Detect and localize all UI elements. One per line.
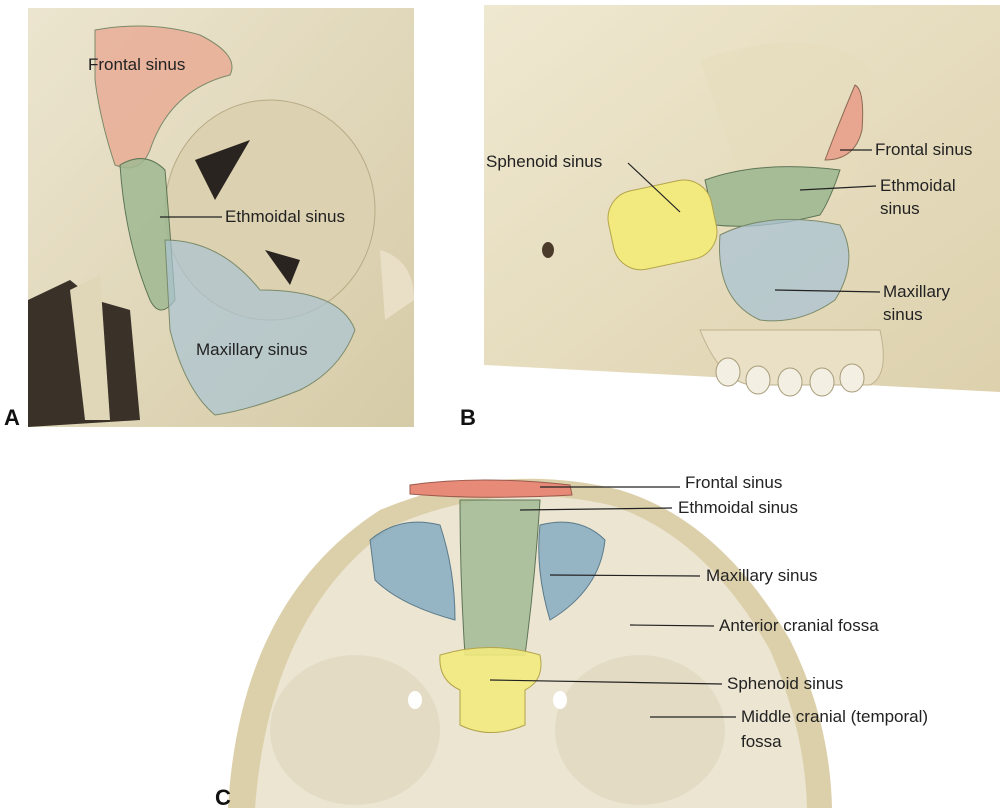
frontal-sinus-region xyxy=(824,84,864,161)
label-sphenoid-sinus-b: Sphenoid sinus xyxy=(486,152,603,171)
frontal-sinus-region xyxy=(94,25,233,169)
label-maxillary-sinus-a: Maxillary sinus xyxy=(196,340,308,359)
label-maxillary-sinus-b-line1: Maxillary xyxy=(883,282,951,301)
label-frontal-sinus-a: Frontal sinus xyxy=(88,55,186,74)
label-ethmoidal-sinus-b-line1: Ethmoidal xyxy=(880,176,956,195)
sphenoid-sinus-region xyxy=(607,179,718,271)
label-ethmoidal-sinus-a: Ethmoidal sinus xyxy=(225,207,346,226)
maxillary-sinus-region xyxy=(369,521,456,621)
ethmoidal-sinus-region xyxy=(459,499,541,656)
label-frontal-sinus-b: Frontal sinus xyxy=(875,140,973,159)
panel-a-image xyxy=(28,8,414,427)
maxillary-sinus-region xyxy=(164,239,356,416)
panel-letter-c: C xyxy=(215,785,231,810)
frontal-sinus-region xyxy=(409,479,573,498)
label-anterior-cranial-fossa: Anterior cranial fossa xyxy=(719,616,879,635)
label-ethmoidal-sinus-c: Ethmoidal sinus xyxy=(678,498,799,517)
sphenoid-sinus-region xyxy=(439,647,542,733)
maxillary-sinus-region xyxy=(538,521,606,621)
label-middle-cranial-fossa-line2: fossa xyxy=(741,732,782,751)
label-ethmoidal-sinus-b-line2: sinus xyxy=(880,199,920,218)
panel-b-image xyxy=(484,5,1000,397)
panel-letter-b: B xyxy=(460,405,476,430)
label-maxillary-sinus-c: Maxillary sinus xyxy=(706,566,818,585)
label-maxillary-sinus-b-line2: sinus xyxy=(883,305,923,324)
maxillary-sinus-region xyxy=(719,218,850,322)
label-middle-cranial-fossa-line1: Middle cranial (temporal) xyxy=(741,707,929,726)
panel-letter-a: A xyxy=(4,405,20,430)
label-sphenoid-sinus-c: Sphenoid sinus xyxy=(727,674,844,693)
label-frontal-sinus-c: Frontal sinus xyxy=(685,473,783,492)
panel-c-image xyxy=(228,470,998,808)
